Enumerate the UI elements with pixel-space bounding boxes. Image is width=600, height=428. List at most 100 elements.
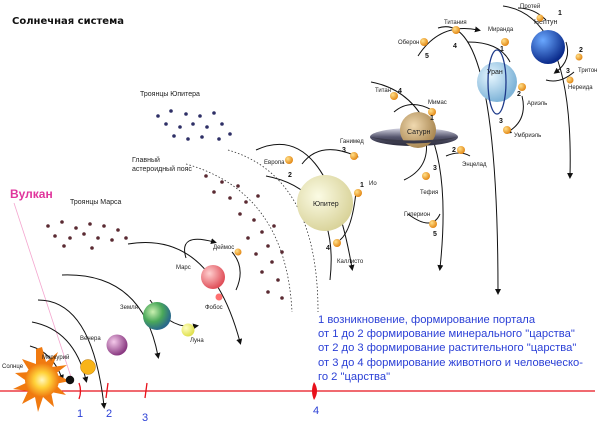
moon-satellite	[181, 323, 195, 337]
callisto-satellite	[333, 239, 341, 247]
europa-label: Европа	[264, 160, 285, 166]
phobos-satellite	[215, 293, 223, 301]
venus-planet	[106, 334, 128, 356]
uranus-moon-num-4: 4	[453, 43, 457, 50]
legend-line-2: от 1 до 2 формирование минерального "цар…	[318, 328, 575, 341]
enceladus-label: Энцелад	[462, 162, 487, 168]
saturn-moon-num-2: 2	[452, 147, 456, 154]
ganymede-label: Ганимед	[340, 139, 364, 145]
io-label: Ио	[369, 181, 377, 187]
proteus-satellite	[536, 14, 544, 22]
callisto-label: Каллисто	[337, 259, 364, 265]
vulkan-pointer-line	[13, 202, 73, 381]
saturn-moon-num-1: 1	[430, 115, 434, 122]
europa-satellite	[285, 156, 293, 164]
legend-line-5: го 2 "царства"	[318, 370, 391, 383]
umbriel-satellite	[503, 126, 511, 134]
deimos-label: Деймос	[213, 244, 234, 251]
axis-tick-2	[105, 382, 109, 399]
formation-legend: 1 возникновение, формирование портала от…	[318, 313, 600, 384]
mars-label: Марс	[176, 265, 191, 271]
neptune-planet	[531, 30, 565, 64]
jupiter-trojans-label: Троянцы Юпитера	[140, 91, 200, 98]
page-title: Солнечная система	[12, 16, 124, 27]
proteus-label: Протей	[520, 3, 540, 10]
saturn-moon-num-5: 5	[433, 231, 437, 238]
axis-number-1: 1	[77, 408, 83, 420]
uranus-moon-num-3: 3	[499, 118, 503, 125]
axis-tick-4	[312, 382, 317, 400]
neptune-moon-num-2: 2	[579, 47, 583, 54]
legend-line-1: 1 возникновение, формирование портала	[318, 314, 536, 326]
uranus-planet	[477, 62, 517, 102]
asteroid-belt-dots	[204, 174, 284, 300]
hyperion-satellite	[429, 220, 437, 228]
neptune-label: Нептун	[534, 19, 558, 26]
jupiter-moon-num-1: 1	[360, 182, 364, 189]
venus-label: Венера	[80, 336, 101, 342]
umbriel-label: Умбриэль	[514, 133, 541, 139]
axis-number-2: 2	[106, 408, 112, 420]
saturn-label: Сатурн	[407, 129, 430, 136]
neptune-moon-num-3: 3	[566, 68, 570, 75]
jupiter-planet	[297, 175, 353, 231]
io-satellite	[354, 189, 362, 197]
sun-icon	[13, 347, 70, 412]
saturn-moon-num-4: 4	[398, 88, 402, 95]
enceladus-satellite	[457, 146, 465, 154]
vulkan-label: Вулкан	[10, 187, 53, 201]
mars-planet	[201, 265, 225, 289]
earth-planet	[143, 302, 171, 330]
jupiter-label: Юпитер	[313, 201, 339, 208]
phobos-label: Фобос	[205, 305, 223, 311]
asteroid-belt-label-line2: астероидный пояс	[132, 165, 192, 173]
nereid-satellite	[566, 76, 574, 84]
titania-satellite	[452, 26, 460, 34]
jupiter-trojans-dots	[156, 109, 232, 141]
jupiter-moon-num-2: 2	[288, 172, 292, 179]
neptune-moon-num-1: 1	[558, 10, 562, 17]
axis-tick-3	[144, 382, 148, 399]
oberon-label: Оберон	[398, 40, 419, 46]
hyperion-label: Гиперион	[404, 212, 430, 218]
asteroid-belt-label-line1: Главный	[132, 156, 160, 164]
triton-label: Тритон	[578, 68, 597, 74]
nereid-label: Нереида	[568, 85, 593, 91]
mercury-planet	[65, 375, 75, 385]
titania-label: Титания	[444, 20, 467, 26]
saturn-planet	[370, 112, 458, 148]
miranda-satellite	[501, 38, 509, 46]
axis-number-4: 4	[313, 405, 319, 417]
tethys-label: Тефия	[420, 190, 438, 196]
earth-label: Земля	[120, 305, 138, 311]
titan-label: Титан	[375, 88, 391, 94]
deimos-satellite	[234, 248, 242, 256]
miranda-label: Миранда	[488, 27, 514, 33]
ariel-label: Ариэль	[527, 101, 547, 107]
ganymede-satellite	[350, 152, 358, 160]
oberon-satellite	[420, 38, 428, 46]
axis-tick-1	[78, 382, 82, 400]
asteroid-belt-boundaries	[185, 149, 319, 313]
sun-label: Солнце	[2, 364, 24, 370]
mercury-orbit-body	[80, 359, 96, 375]
mars-trojans-label: Троянцы Марса	[70, 199, 122, 206]
jupiter-moon-num-3: 3	[342, 147, 346, 154]
mars-trojans-dots	[46, 220, 128, 250]
moon-label: Луна	[190, 338, 204, 344]
uranus-moon-num-5: 5	[425, 53, 429, 60]
uranus-label: Уран	[487, 69, 503, 76]
triton-satellite	[575, 53, 583, 61]
titan-satellite	[390, 92, 398, 100]
jupiter-moon-num-4: 4	[326, 245, 330, 252]
axis-number-3: 3	[142, 412, 148, 424]
legend-line-3: от 2 до 3 формирование растительного "ца…	[318, 342, 577, 355]
ariel-satellite	[518, 83, 526, 91]
mercury-label: Меркурий	[42, 354, 69, 361]
saturn-moon-num-3: 3	[433, 165, 437, 172]
mimas-satellite	[428, 108, 436, 116]
mimas-label: Мимас	[428, 100, 447, 106]
uranus-ring	[487, 49, 507, 115]
legend-line-4: от 3 до 4 формирование животного и челов…	[318, 356, 583, 369]
